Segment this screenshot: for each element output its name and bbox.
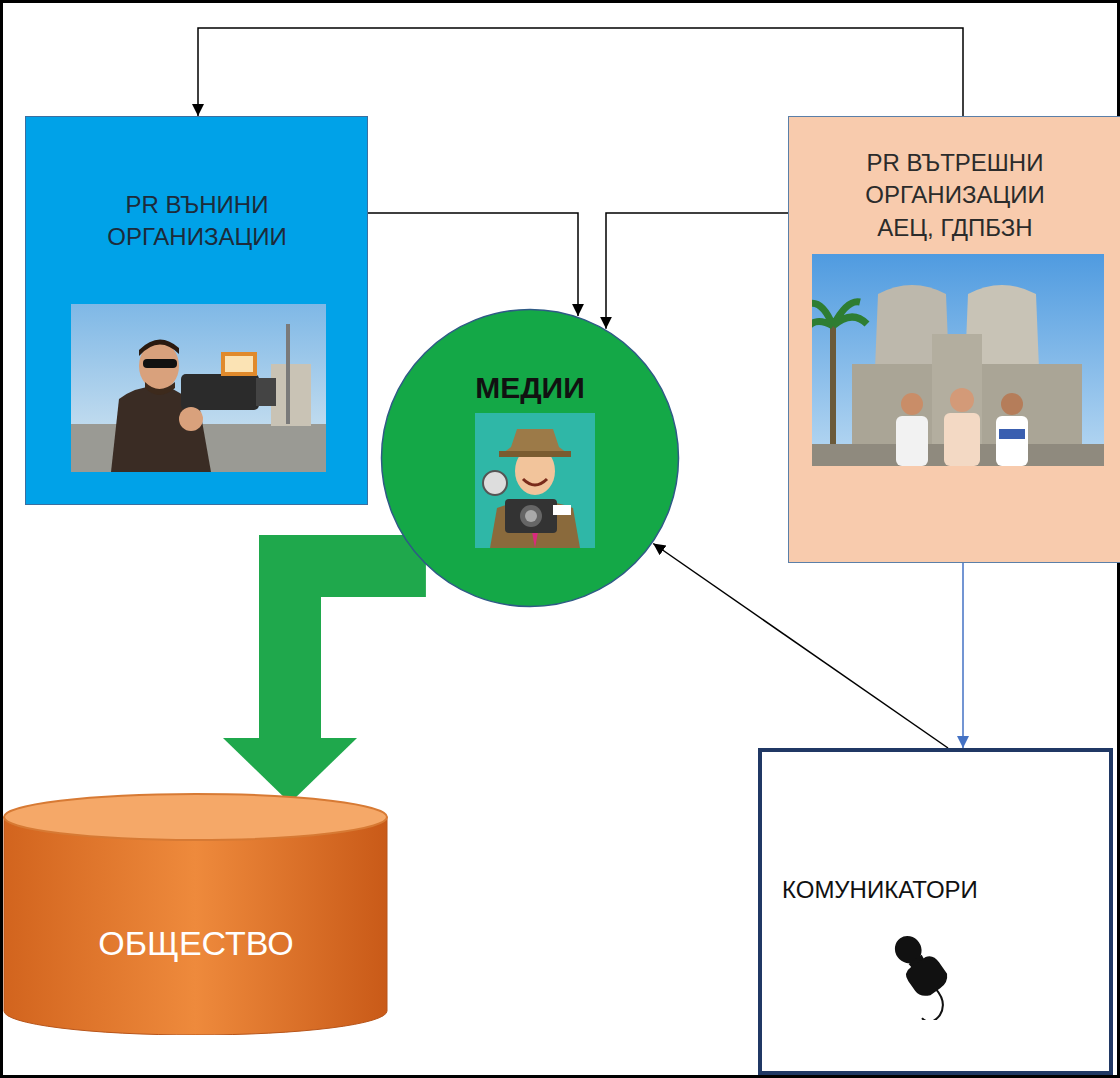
three-people <box>896 388 1028 466</box>
cylinder-outline <box>3 793 388 1035</box>
connector-arrow <box>962 563 964 748</box>
flow-arrow <box>223 566 426 803</box>
power-plant-photo <box>812 254 1104 466</box>
communicators-box: КОМУНИКАТОРИ <box>758 748 1113 1075</box>
connector-arrow <box>653 544 948 749</box>
connector-arrow <box>198 28 963 116</box>
external-pr-box: PR ВЪНИНИ ОРГАНИЗАЦИИ <box>25 116 368 505</box>
flow-arrow-head <box>223 738 357 803</box>
society-cylinder: ОБЩЕСТВО <box>3 793 388 1035</box>
node-label: КОМУНИКАТОРИ <box>782 874 1102 906</box>
cameraman-photo <box>71 304 326 472</box>
connector-arrow <box>368 213 578 316</box>
media-circle: МЕДИИ <box>380 308 680 608</box>
cameraman <box>111 339 276 472</box>
reporter-cartoon <box>475 413 595 548</box>
flow-arrow-band <box>290 566 426 738</box>
palm-tree <box>812 302 867 454</box>
node-label: МЕДИИ <box>415 368 645 409</box>
node-label: PR ВЪНИНИ ОРГАНИЗАЦИИ <box>87 189 307 254</box>
internal-pr-box: PR ВЪТРЕШНИ ОРГАНИЗАЦИИ АЕЦ, ГДПБЗН <box>788 116 1120 563</box>
microphone-icon <box>874 930 979 1020</box>
connector-arrow <box>606 213 788 329</box>
node-label: ОБЩЕСТВО <box>26 921 366 967</box>
node-label: PR ВЪТРЕШНИ ОРГАНИЗАЦИИ АЕЦ, ГДПБЗН <box>855 147 1055 244</box>
